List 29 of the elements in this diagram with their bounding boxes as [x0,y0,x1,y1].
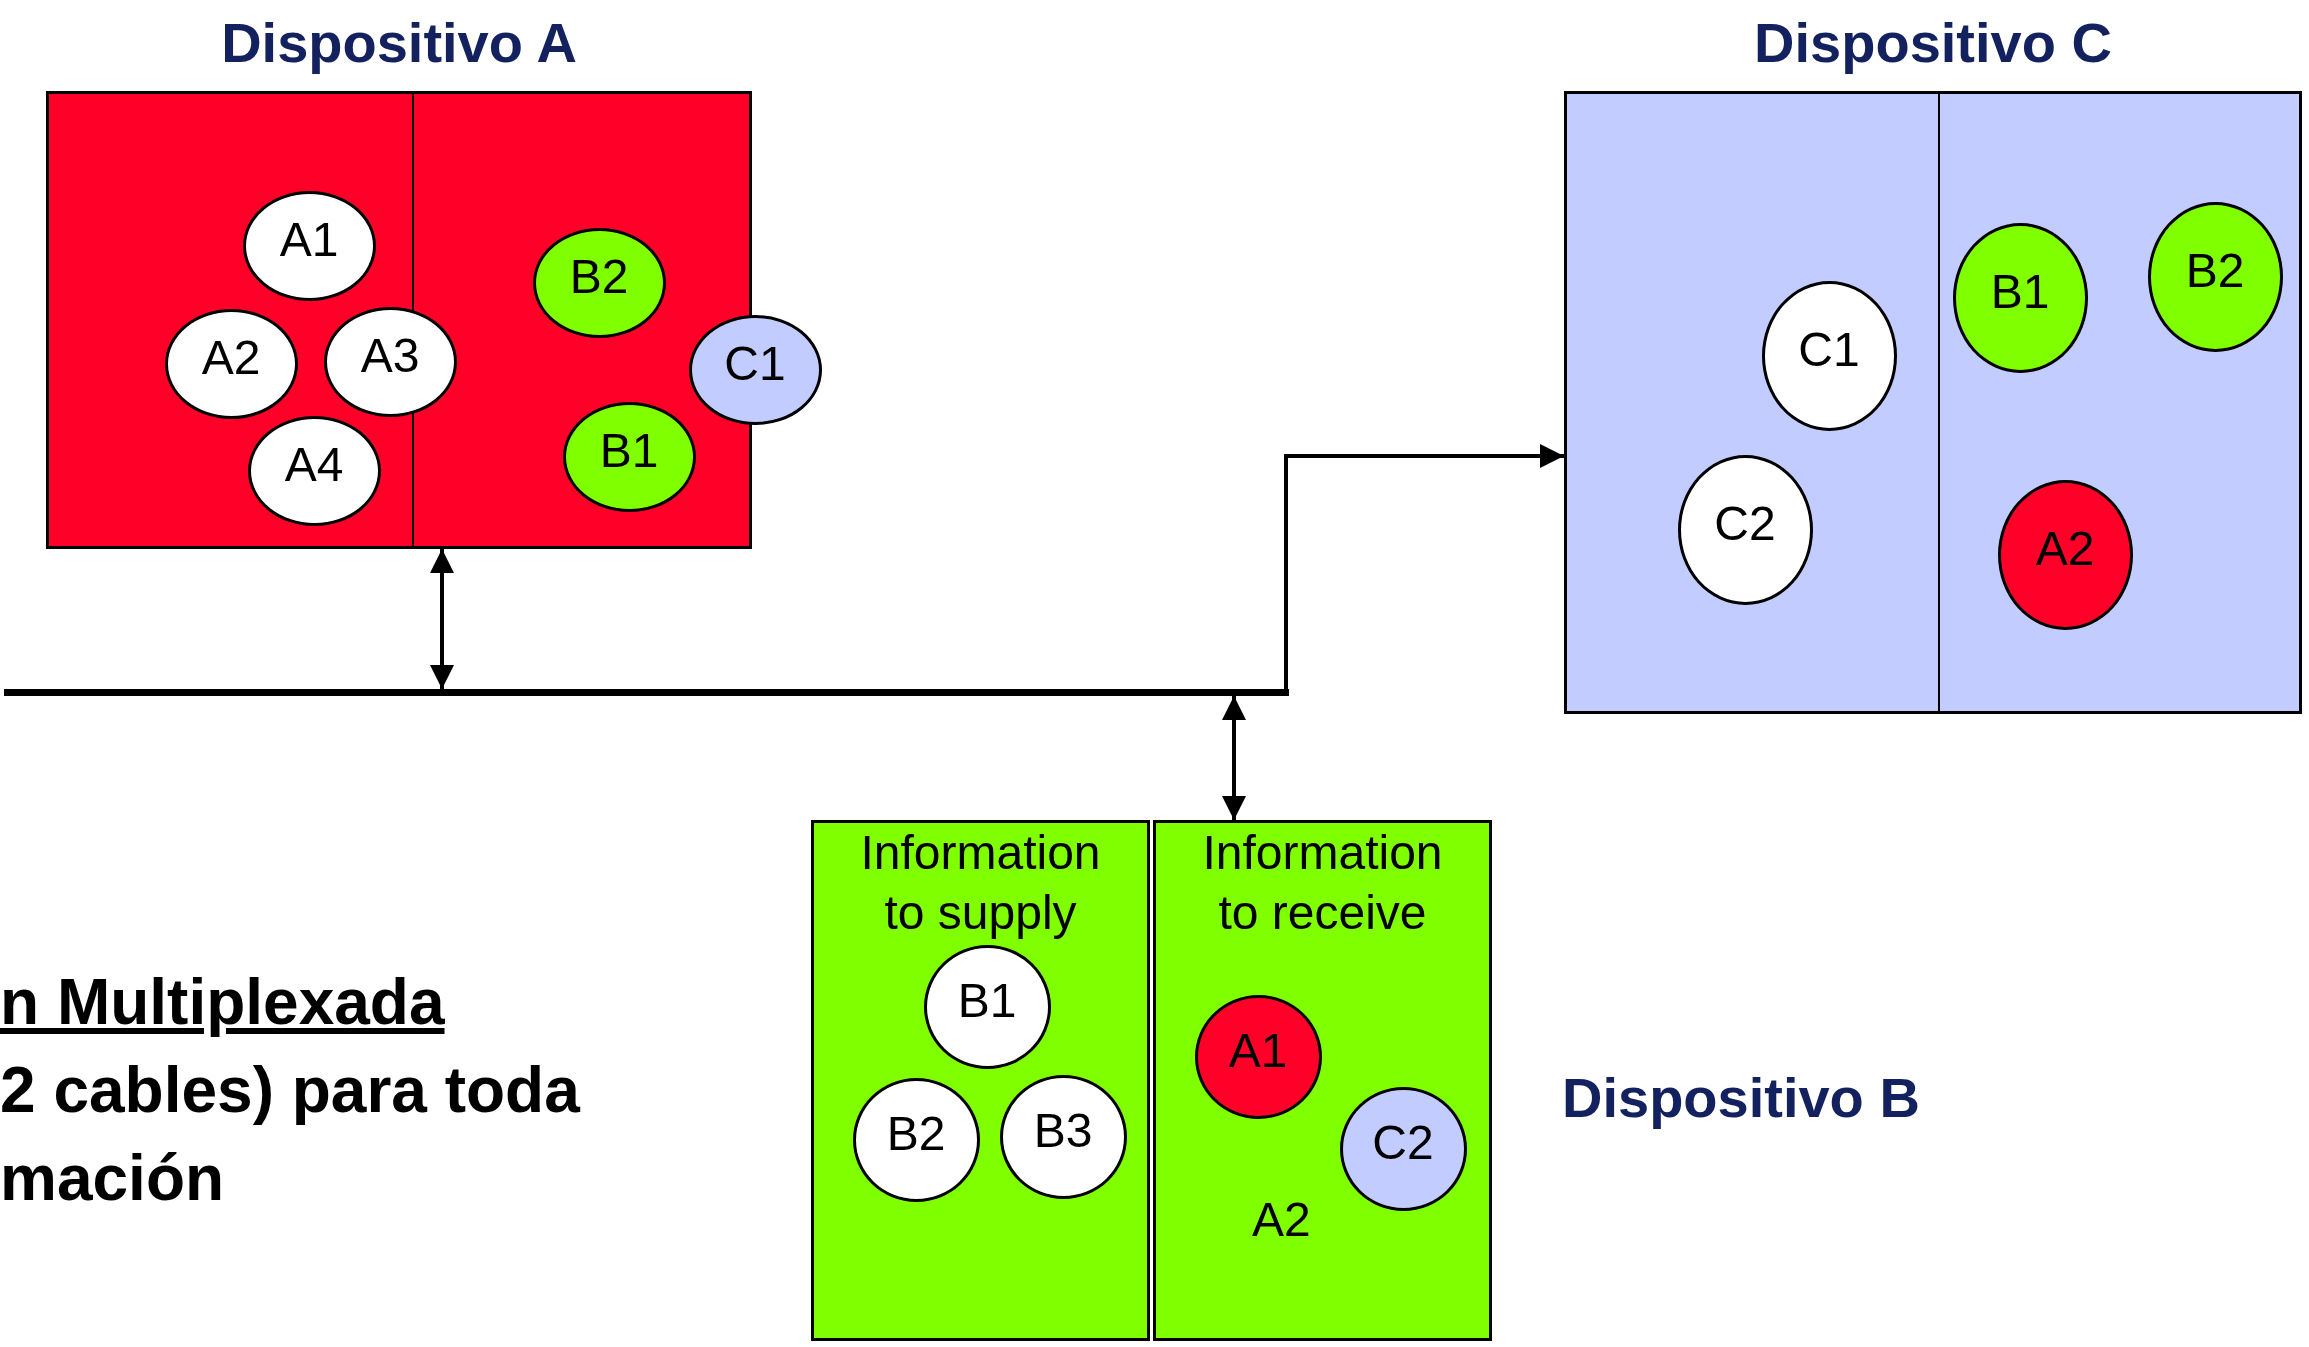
panel-heading: Information to receive [1201,825,1444,941]
signal-circle: C1 [1761,281,1897,431]
note-text: 2 cables) para toda [0,1053,580,1128]
signal-circle: A2 [164,309,298,419]
signal-circle: C2 [1339,1087,1467,1211]
signal-circle: B1 [1952,223,2088,373]
device-title: Dispositivo A [220,10,578,76]
device-title: Dispositivo B [1562,1065,1920,1131]
signal-circle: B3 [999,1075,1127,1199]
signal-circle: B2 [2147,202,2283,352]
connector-arrow [1284,444,1564,689]
connector-arrow [1222,696,1246,820]
signal-circle: B2 [532,228,666,338]
signal-circle: A1 [1194,995,1322,1119]
signal-circle: B2 [852,1078,980,1202]
signal-circle: B1 [562,402,696,512]
signal-circle: A3 [323,307,457,417]
signal-circle: A4 [247,416,381,526]
signal-circle: C2 [1677,455,1813,605]
note-text: A2 [1252,1192,1311,1248]
signal-circle: A1 [242,191,376,301]
note-text: n Multiplexada [0,965,445,1040]
note-text: mación [0,1141,225,1216]
panel-heading: Information to supply [859,825,1102,941]
device-panel [811,820,1150,1341]
signal-circle: A2 [1997,480,2133,630]
connector-arrow [430,549,454,689]
device-title: Dispositivo C [1753,10,2113,76]
signal-circle: B1 [923,945,1051,1069]
